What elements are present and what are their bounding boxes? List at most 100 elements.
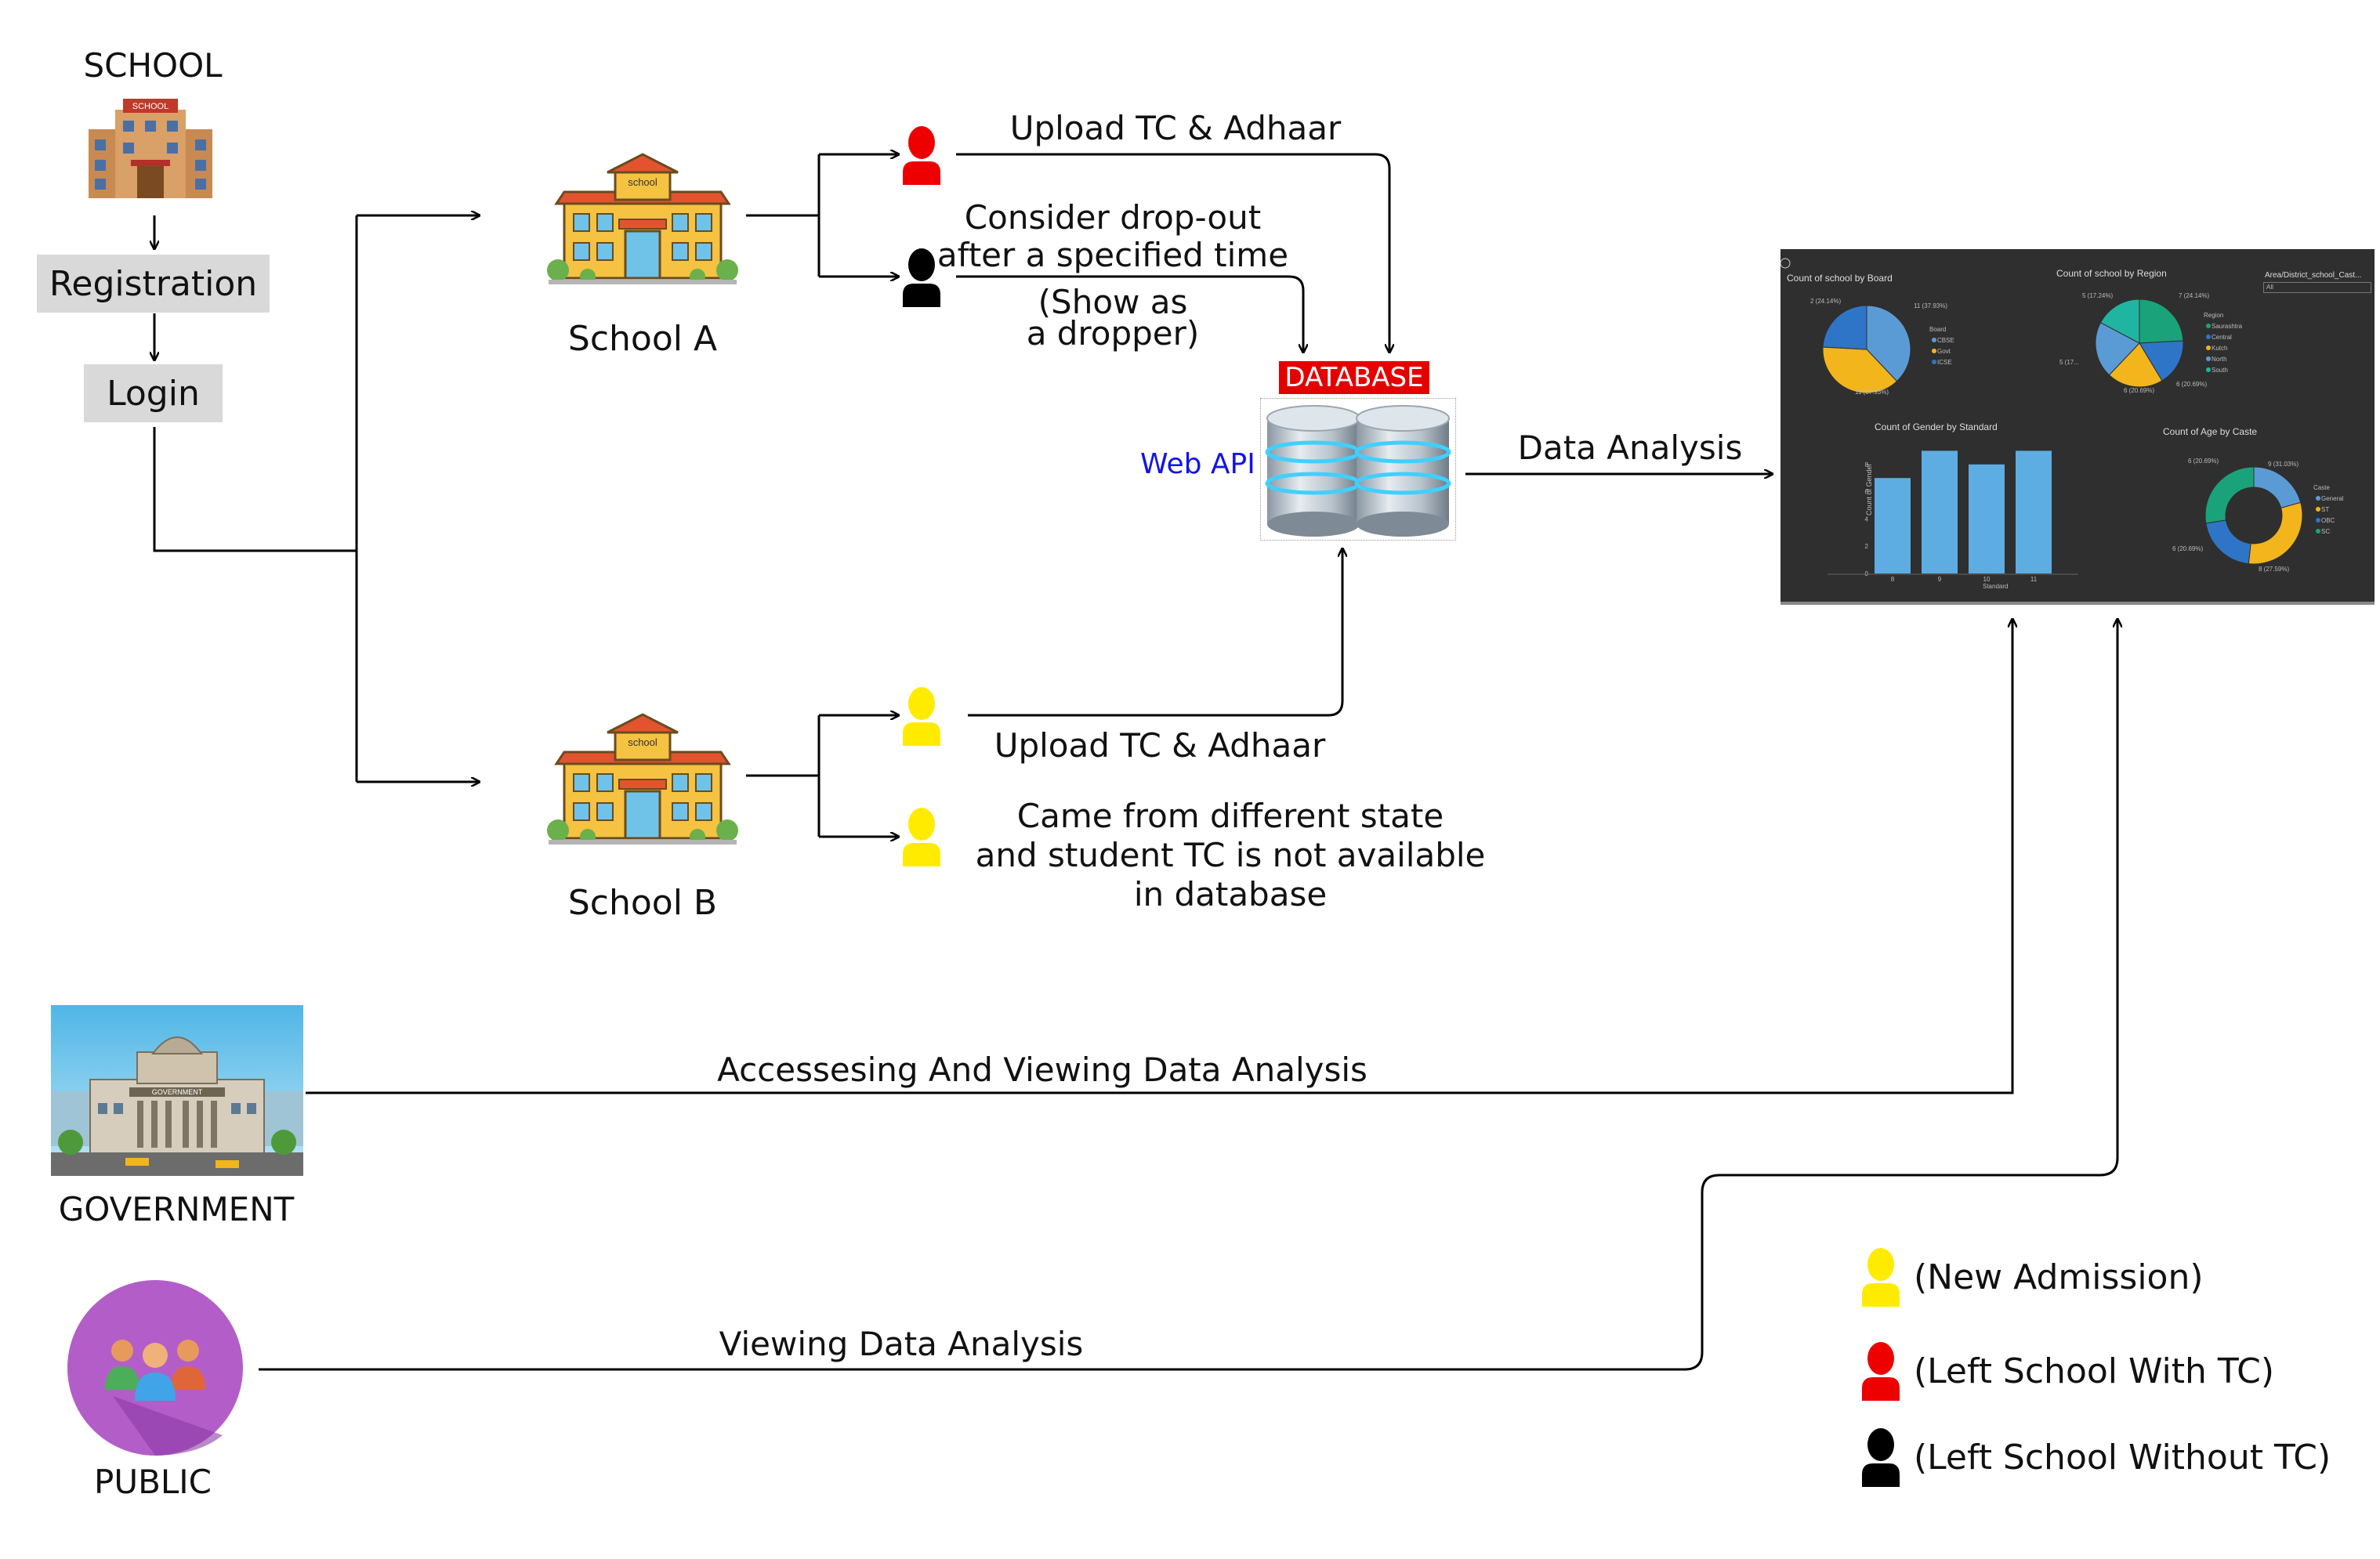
registration-box[interactable]: Registration (37, 255, 270, 313)
school-a-sign-text: school (628, 176, 657, 188)
gender-bar-9 (1922, 450, 1958, 573)
filter-title: Area/District_school_Cast... (2265, 271, 2362, 280)
caste-label-4: 8 (27.59%) (2259, 566, 2290, 573)
board-label-2: 11 (37.93%) (1914, 302, 1947, 309)
legend-dot-2 (2206, 345, 2211, 350)
database-tag: DATABASE (1279, 361, 1429, 394)
data-analysis-label: Data Analysis (1517, 429, 1743, 467)
region-legend-2: Central (2212, 334, 2232, 341)
person-icon-legend-yellow (1862, 1248, 1900, 1307)
slice-icse (1822, 305, 1867, 350)
board-pie-chart (1822, 305, 1936, 394)
filter-dropdown[interactable]: All (2263, 282, 2371, 293)
dropout-label-line2: after a specified time (936, 236, 1289, 274)
legend-dot-1 (2206, 335, 2211, 339)
legend-dot-2 (1932, 360, 1936, 364)
upload-a-label: Upload TC & Adhaar (1009, 109, 1342, 147)
school-b-label: School B (567, 883, 718, 923)
gov-access-label: Accessesing And Viewing Data Analysis (717, 1051, 1368, 1089)
school-building-icon: SCHOOL (84, 94, 217, 200)
filter-value: All (2266, 284, 2273, 291)
region-label-1: 5 (17.24%) (2082, 292, 2114, 299)
legend-left-with-tc-label: (Left School With TC) (1914, 1351, 2275, 1391)
board-legend-icse: ICSE (1937, 359, 1952, 366)
upload-a-to-db-line (956, 153, 1389, 353)
gender-xlabel: Standard (1983, 583, 2009, 590)
gender-ytick-2: 2 (1865, 543, 1869, 550)
public-view-label: Viewing Data Analysis (719, 1325, 1084, 1363)
government-label: GOVERNMENT (58, 1190, 295, 1228)
dashboard-screenshot: 02468891011 Count of school by Board 2 (… (1780, 249, 2375, 605)
caste-label-2: 9 (31.03%) (2268, 461, 2299, 468)
legend-left-with-tc: (Left School With TC) (1859, 1341, 2274, 1401)
school-a-label: School A (567, 319, 718, 359)
region-legend-3: Kutch (2212, 345, 2228, 352)
region-chart-title: Count of school by Region (2056, 268, 2167, 279)
government-sign-text: GOVERNMENT (152, 1088, 203, 1096)
web-api-label: Web API (1140, 448, 1255, 480)
slice-south (2099, 298, 2140, 344)
people-group-icon (66, 1279, 245, 1457)
state-label-line1: Came from different state (1016, 797, 1444, 835)
gender-bar-10 (1969, 464, 2005, 573)
slice-obc (2205, 519, 2251, 565)
slice-kutch (2108, 342, 2163, 388)
board-legend-cbse: CBSE (1937, 337, 1954, 344)
region-label-4: 6 (20.69%) (2176, 381, 2208, 388)
public-to-dashboard-line (259, 619, 2117, 1371)
caste-label-3: 6 (20.69%) (2172, 545, 2204, 552)
region-legend-5: South (2212, 367, 2228, 374)
school-b-building-icon: school (541, 705, 744, 846)
government-building-icon: GOVERNMENT (51, 1005, 303, 1176)
legend-dot-0 (1932, 338, 1936, 342)
legend-left-without-tc: (Left School Without TC) (1859, 1427, 2331, 1487)
person-icon-black (900, 248, 944, 307)
dropout-to-db-line (956, 275, 1303, 353)
region-legend-4: North (2212, 356, 2227, 363)
person-icon-yellow-1 (900, 686, 944, 746)
dropout-label-line1: Consider drop-out (964, 198, 1262, 237)
board-label-1: 2 (24.14%) (1810, 298, 1842, 305)
slice-cbse (1866, 305, 1911, 382)
legend-dot-2 (2316, 518, 2320, 523)
login-box[interactable]: Login (84, 364, 223, 422)
caste-legend-title: Caste (2313, 484, 2330, 491)
caste-legend-2: ST (2321, 506, 2330, 513)
region-legend-1: Saurashtra (2212, 323, 2243, 330)
legend-new-admission: (New Admission) (1859, 1247, 2204, 1307)
dropper-label-line1: (Show as (1038, 283, 1188, 321)
gender-xtick-11: 11 (2030, 576, 2038, 583)
region-legend-title: Region (2204, 312, 2224, 319)
caste-legend-4: SC (2321, 528, 2331, 535)
person-icon-red (900, 125, 944, 185)
gov-to-dashboard-line (306, 619, 2012, 1094)
legend-dot-3 (2316, 529, 2320, 534)
legend-new-admission-label: (New Admission) (1914, 1257, 2204, 1297)
gender-ylabel: Count of Gender (1865, 463, 1873, 515)
state-label-line2: and student TC is not available (975, 836, 1486, 874)
school-sign-text: SCHOOL (132, 102, 168, 111)
person-icon-yellow-2 (900, 807, 944, 866)
slice-central (2139, 340, 2184, 382)
person-icon-legend-red (1862, 1342, 1900, 1401)
legend-dot-1 (2316, 507, 2320, 512)
gender-ytick-4: 4 (1865, 515, 1869, 523)
slice-north (2095, 322, 2140, 376)
region-label-3: 5 (17... (2059, 359, 2079, 366)
slice-govt (1822, 346, 1898, 394)
dashboard-charts: 02468891011 (1780, 258, 2320, 583)
public-label: PUBLIC (94, 1463, 212, 1501)
gender-ytick-6: 6 (1865, 489, 1869, 496)
caste-legend-1: General (2321, 495, 2344, 502)
caste-chart-title: Count of Age by Caste (2163, 426, 2258, 437)
upload-b-to-db-line (968, 548, 1342, 717)
gender-xtick-8: 8 (1891, 576, 1895, 583)
slice-saurashtra (2139, 298, 2184, 344)
person-icon-legend-black (1862, 1428, 1900, 1487)
legend-dot-0 (2206, 324, 2211, 328)
gender-bar-8 (1875, 478, 1911, 573)
gender-xtick-10: 10 (1983, 576, 1991, 583)
gender-bar-11 (2016, 450, 2052, 573)
gender-chart-title: Count of Gender by Standard (1875, 421, 1998, 432)
